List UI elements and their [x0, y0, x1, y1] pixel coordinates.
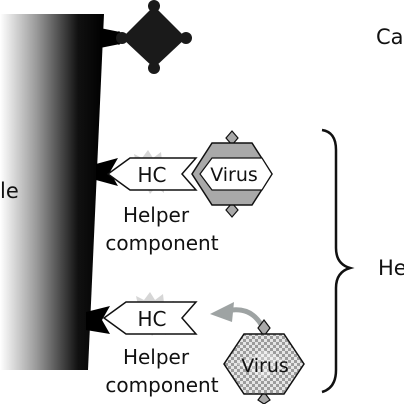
diamond-molecule: [122, 6, 186, 68]
cell-body: [0, 14, 104, 370]
top-right-label: Ca: [376, 25, 404, 49]
virus-2: [223, 319, 305, 404]
helper-label-1a: Helper: [123, 203, 190, 227]
helper-label-2b: component: [105, 373, 218, 397]
bracket-label: He: [378, 256, 404, 280]
virus-label-2: Virus: [241, 355, 289, 377]
virus-label-1: Virus: [210, 164, 258, 186]
helper-label-1b: component: [105, 231, 218, 255]
hc-label-1: HC: [137, 163, 166, 187]
receptor-1: [96, 158, 118, 186]
hc-shape-2: [102, 301, 198, 335]
curved-arrow: [210, 302, 265, 328]
helper-label-2a: Helper: [123, 345, 190, 369]
hc-shape-1: [106, 157, 198, 191]
virus-1: [191, 130, 273, 218]
receptor-2: [86, 306, 110, 334]
bracket: [321, 128, 355, 394]
cell-label: le: [0, 179, 19, 203]
hc-label-2: HC: [137, 307, 166, 331]
top-receptor: [100, 0, 192, 74]
